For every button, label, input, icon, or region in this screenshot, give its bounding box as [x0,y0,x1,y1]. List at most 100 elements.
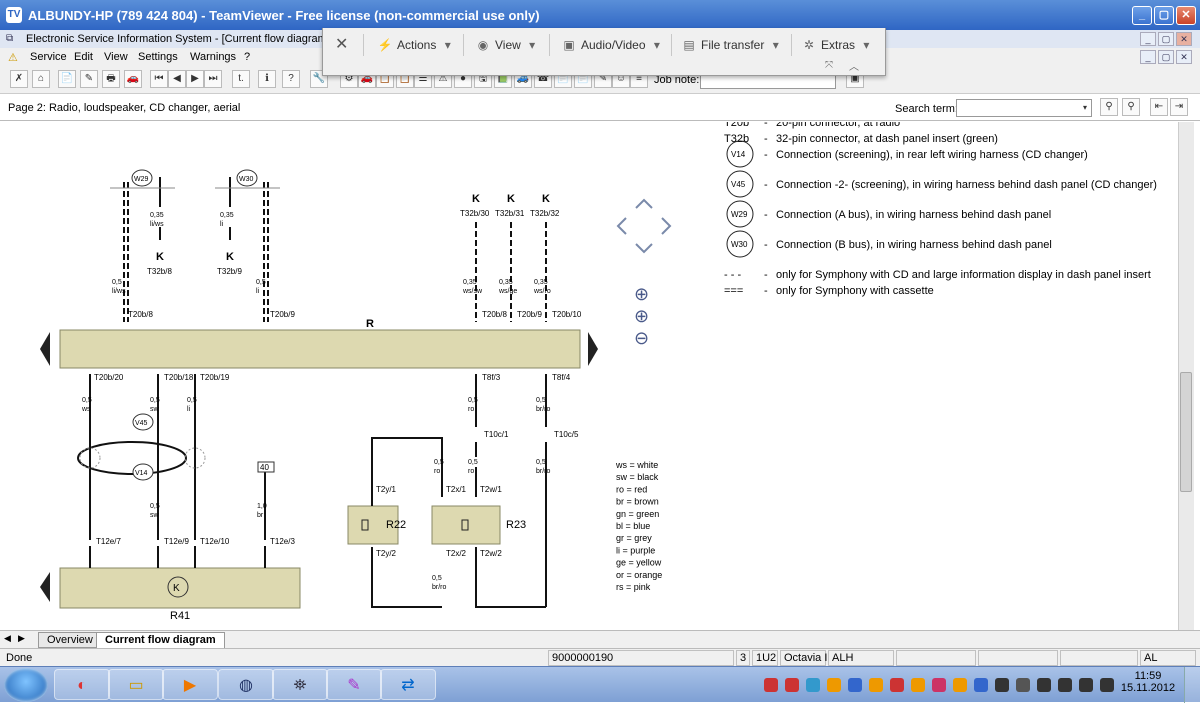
tv-actions-button[interactable]: ⚡Actions ▾ [377,34,460,56]
maximize-icon[interactable]: ▢ [1154,6,1174,25]
toolbar-button[interactable]: 📄 [58,70,76,88]
legend-description: Connection (A bus), in wiring harness be… [776,209,1051,221]
tray-icon[interactable] [911,678,925,692]
tv-resize-icon[interactable]: ⤧ [825,60,833,71]
chrome-icon[interactable]: ◐ [54,669,110,700]
network-icon[interactable]: ⛯ [272,669,328,700]
paint-icon[interactable]: ✎ [326,669,382,700]
zoom-controls[interactable]: ⊕ ⊕ ⊖ [634,284,649,348]
legend-description: 32-pin connector, at dash panel insert (… [776,133,998,145]
r23-component[interactable] [431,505,501,545]
search-input[interactable] [956,99,1092,117]
tv-extras-button[interactable]: ✲Extras ▾ [801,34,878,56]
legend-connection-icon [726,140,754,168]
tray-icon[interactable] [848,678,862,692]
tray-icon[interactable] [785,678,799,692]
app-logo-icon: ⧉ [6,33,14,44]
scrollbar-thumb[interactable] [1180,372,1192,492]
r41-component[interactable] [59,567,301,609]
nav-forward-icon[interactable]: ⇥ [1170,98,1188,116]
app-minimize-icon[interactable]: _ [1140,32,1156,46]
child-restore-icon[interactable]: ▢ [1158,50,1174,64]
menu-warnings[interactable]: Warnings [190,51,237,63]
tv-audio-video-button[interactable]: ▣Audio/Video ▾ [561,34,669,56]
toolbar-button[interactable]: t. [232,70,250,88]
app-maximize-icon[interactable]: ▢ [1158,32,1174,46]
tab-overview[interactable]: Overview [38,632,102,648]
chevron-down-icon: ▾ [863,38,870,52]
pan-right-icon [661,217,672,235]
search-icon[interactable]: ⚲ [1100,98,1118,116]
tray-icon[interactable] [890,678,904,692]
legend: T20b-20-pin connector, at radioT32b-32-p… [724,122,1157,297]
tray-icon[interactable] [995,678,1009,692]
toolbar-button[interactable]: ✎ [80,70,98,88]
tv-close-icon[interactable]: ✕ [335,36,349,53]
media-player-icon[interactable]: ▶ [162,669,218,700]
tray-icon[interactable] [764,678,778,692]
legend-icon-label: W29 [731,210,748,219]
app-close-icon[interactable]: ✕ [1176,32,1192,46]
legend-code: T20b [724,122,749,129]
tray-icon[interactable] [932,678,946,692]
zoom-fit-icon: ⊕ [634,284,649,304]
menu-view[interactable]: View [104,51,128,63]
menu-settings[interactable]: Settings [138,51,178,63]
tab-next-icon[interactable]: ▶ [18,633,25,643]
tray-icon[interactable] [869,678,883,692]
toolbar-button[interactable]: ◀ [168,70,186,88]
taskbar: ◐ ▭ ▶ ◍ ⛯ ✎ ⇄ 11:59 15.11.2012 [0,666,1200,703]
search-next-icon[interactable]: ⚲ [1122,98,1140,116]
globe-icon[interactable]: ◍ [218,669,274,700]
close-icon[interactable]: ✕ [1176,6,1196,25]
tray-icon[interactable] [1058,678,1072,692]
tv-file-transfer-button[interactable]: ▤File transfer ▾ [681,34,788,56]
tray-icon[interactable] [827,678,841,692]
connector-label: T10c/1 [484,430,509,439]
tray-icon[interactable] [806,678,820,692]
toolbar-button[interactable]: ℹ [258,70,276,88]
pan-controls[interactable] [616,198,672,254]
child-minimize-icon[interactable]: _ [1140,50,1156,64]
toolbar-button[interactable]: ⌂ [32,70,50,88]
search-dropdown-icon[interactable]: ▾ [1082,103,1087,112]
show-desktop-button[interactable] [1184,667,1200,703]
child-close-icon[interactable]: ✕ [1176,50,1192,64]
toolbar-button[interactable]: ⏮ [150,70,168,88]
tab-prev-icon[interactable]: ◀ [4,633,11,643]
toolbar-button[interactable]: ✗ [10,70,28,88]
tray-icon[interactable] [1100,678,1114,692]
nav-back-icon[interactable]: ⇤ [1150,98,1168,116]
menu-service[interactable]: Service [30,51,67,63]
radio-component[interactable] [59,329,581,369]
window-titlebar: TV ALBUNDY-HP (789 424 804) - TeamViewer… [0,0,1200,30]
menu-help[interactable]: ? [244,51,251,63]
windows-start-icon[interactable] [4,668,48,702]
folder-icon[interactable]: ▭ [108,669,164,700]
toolbar-button[interactable]: ? [282,70,300,88]
menu-edit[interactable]: Edit [74,51,93,63]
tv-collapse-icon[interactable]: ︿ [849,62,859,73]
toolbar-button[interactable]: 🚗 [124,70,142,88]
tv-view-button[interactable]: ◉View ▾ [475,34,544,56]
colour-code-row: ro = red [616,484,647,494]
teamviewer-icon[interactable]: ⇄ [380,669,436,700]
toolbar-button[interactable]: 🖶 [102,70,120,88]
tray-icon[interactable] [1016,678,1030,692]
toolbar-button[interactable]: ⏭ [204,70,222,88]
clock[interactable]: 11:59 15.11.2012 [1120,670,1176,694]
tray-icon[interactable] [1037,678,1051,692]
gear-icon: ✲ [803,38,815,52]
toolbar-button[interactable]: ▶ [186,70,204,88]
tray-icon[interactable] [953,678,967,692]
search-label: Search term: [895,103,958,115]
w30-label: W30 [239,176,254,183]
tab-current-flow-diagram[interactable]: Current flow diagram [96,632,225,648]
tray-icon[interactable] [1079,678,1093,692]
tray-icon[interactable] [974,678,988,692]
v45-label: V45 [135,420,148,427]
minimize-icon[interactable]: _ [1132,6,1152,25]
